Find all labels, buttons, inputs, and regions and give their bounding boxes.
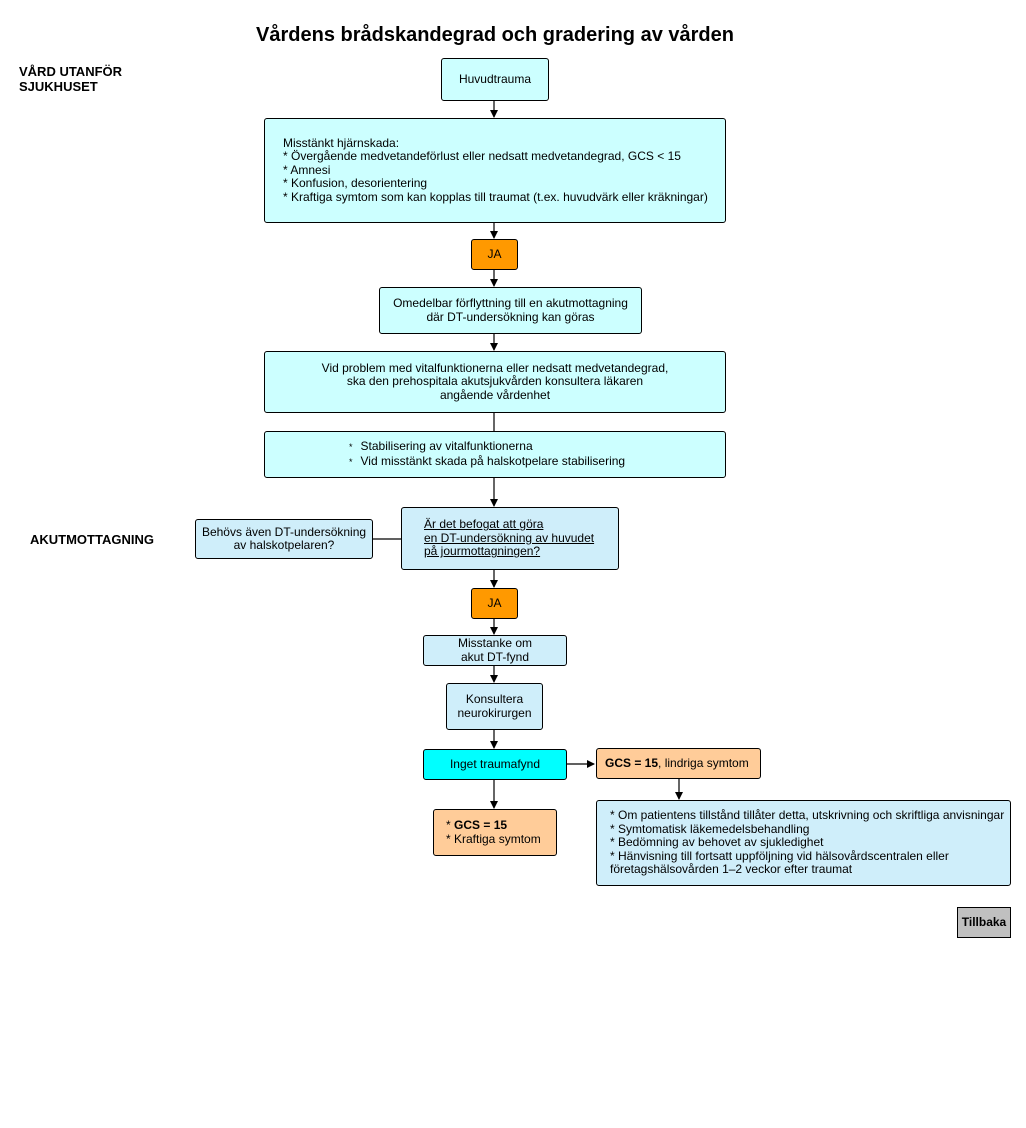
yes-decision-node: JA: [471, 588, 518, 619]
node-line: * GCS = 15: [446, 818, 550, 833]
node-line: * Amnesi: [283, 162, 331, 177]
node-line: * Stabilisering av vitalfunktionerna: [349, 439, 719, 455]
node-line: ska den prehospitala akutsjukvården kons…: [346, 374, 644, 389]
node-line: * Om patientens tillstånd tillåter detta…: [610, 808, 1005, 823]
node-line: Behövs även DT-undersökning: [201, 524, 367, 539]
node-line: Vid problem med vitalfunktionerna eller …: [321, 360, 669, 375]
suspicion-node: Misstanke om akut DT-fynd: [423, 635, 567, 666]
node-link-line[interactable]: en DT-undersökning av huvudet: [424, 530, 595, 545]
section-label-outside-hospital: VÅRD UTANFÖR SJUKHUSET: [19, 64, 122, 94]
back-button-label[interactable]: Tillbaka: [961, 914, 1007, 929]
section-label-line: SJUKHUSET: [19, 79, 98, 94]
node-label: Huvudtrauma: [458, 71, 532, 86]
node-link-line[interactable]: på jourmottagningen?: [424, 544, 541, 559]
page-title: Vårdens brådskandegrad och gradering av …: [256, 24, 734, 46]
stabilization-node: * Stabilisering av vitalfunktionerna * Vid…: [264, 431, 726, 478]
node-line: * Vid misstänkt skada på halskotpelare st…: [349, 453, 719, 470]
node-line-text: Vid misstänkt skada på halskotpelare sta…: [360, 453, 626, 468]
section-label-line: VÅRD UTANFÖR: [19, 64, 123, 79]
node-line: Omedelbar förflyttning till en akutmotta…: [393, 296, 628, 310]
node-label: JA: [487, 246, 502, 261]
node-line-text: Stabilisering av vitalfunktionerna: [360, 439, 533, 453]
node-line: av halskotpelaren?: [233, 538, 335, 552]
vital-functions-node: Vid problem med vitalfunktionerna eller …: [264, 351, 726, 413]
node-line: * Hänvisning till fortsatt uppföljning v…: [610, 848, 949, 863]
gcs15-severe-node: * GCS = 15 * Kraftiga symtom: [433, 809, 557, 856]
node-line: neurokirurgen: [457, 705, 532, 720]
gcs15-mild-node: GCS = 15, lindriga symtom: [596, 748, 761, 779]
bullet-icon: *: [349, 442, 353, 452]
gcs-value: GCS = 15: [605, 755, 659, 770]
node-line: GCS = 15, lindriga symtom: [605, 755, 754, 771]
section-label-emergency: AKUTMOTTAGNING: [30, 532, 154, 547]
node-line: akut DT-fynd: [460, 649, 530, 664]
node-line: * Konfusion, desorientering: [283, 176, 428, 191]
node-line: där DT-undersökning kan göras: [426, 309, 595, 324]
node-line: * Övergående medvetandeförlust eller ned…: [283, 149, 681, 164]
node-line: företagshälsovården 1–2 veckor efter tra…: [610, 862, 853, 877]
node-line: * Bedömning av behovet av sjukledighet: [610, 835, 824, 850]
no-trauma-finding-node: Inget traumafynd: [423, 749, 567, 780]
ct-question-node[interactable]: Är det befogat att göra en DT-undersökni…: [401, 507, 619, 570]
node-line: * Kraftiga symtom: [446, 831, 541, 846]
node-line: Misstänkt hjärnskada:: [283, 135, 400, 150]
node-line: * Symtomatisk läkemedelsbehandling: [610, 821, 810, 836]
node-label: Inget traumafynd: [449, 756, 541, 771]
node-line: Misstanke om: [457, 636, 533, 650]
transfer-node: Omedelbar förflyttning till en akutmotta…: [379, 287, 642, 334]
node-line: Konsultera: [465, 692, 524, 706]
yes-decision-node: JA: [471, 239, 518, 270]
bullet-icon: *: [349, 456, 353, 467]
node-line-text: , lindriga symtom: [658, 755, 749, 770]
suspected-brain-injury-node: Misstänkt hjärnskada: * Övergående medve…: [264, 118, 726, 223]
node-link-line[interactable]: Är det befogat att göra: [424, 517, 544, 532]
node-label: JA: [487, 595, 502, 610]
back-button[interactable]: Tillbaka: [957, 907, 1011, 938]
node-line: angående vårdenhet: [439, 387, 551, 402]
node-line: * Kraftiga symtom som kan kopplas till t…: [283, 189, 708, 204]
gcs-value: GCS = 15: [454, 818, 508, 832]
bullet-prefix: *: [446, 818, 455, 832]
discharge-instructions-node: * Om patientens tillstånd tillåter detta…: [596, 800, 1011, 886]
neck-ct-question-node: Behövs även DT-undersökning av halskotpe…: [195, 519, 373, 559]
head-trauma-node: Huvudtrauma: [441, 58, 549, 101]
consult-neurosurgeon-node: Konsultera neurokirurgen: [446, 683, 543, 730]
